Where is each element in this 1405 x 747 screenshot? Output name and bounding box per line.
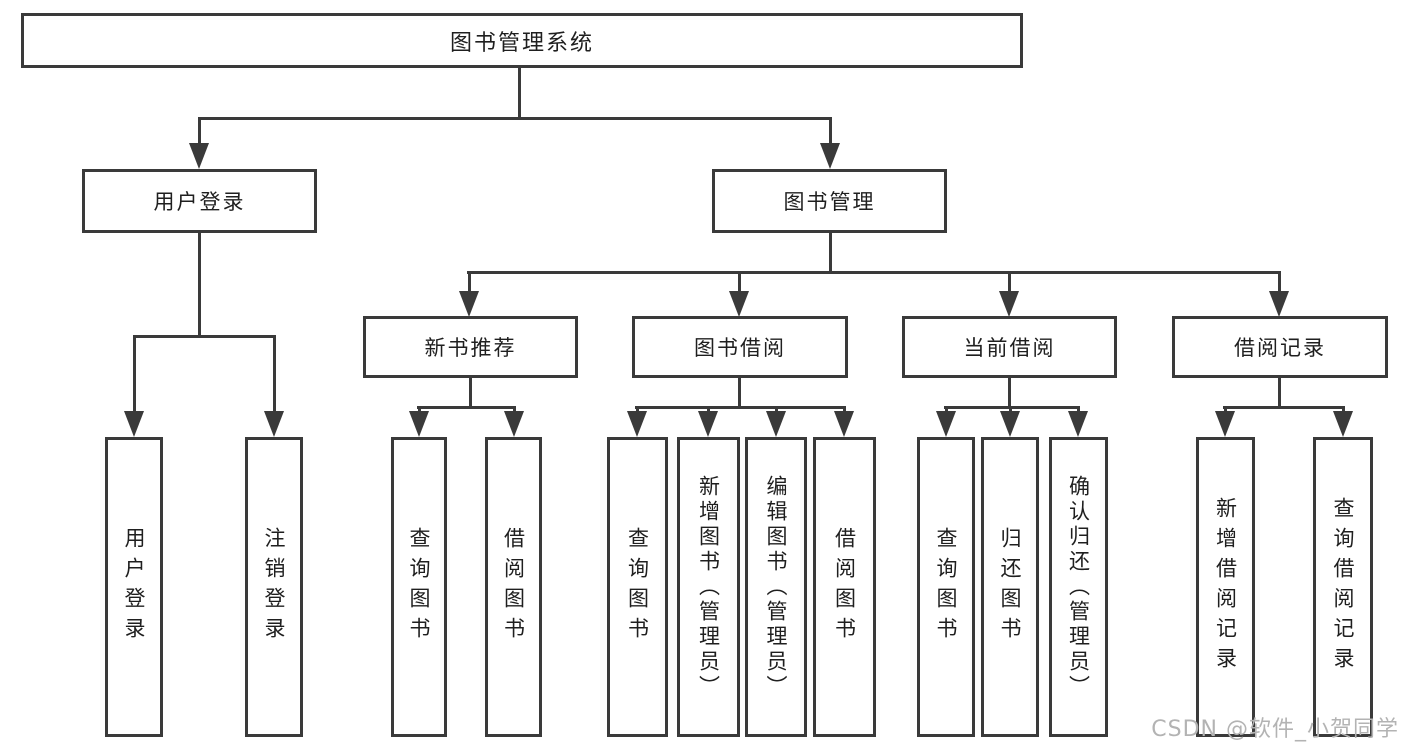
connector-line	[467, 271, 1281, 274]
leaf-current-confirm-return-admin: 确认归还（管理员）	[1049, 437, 1108, 737]
arrowhead-down-icon	[504, 411, 524, 437]
node-book-borrowing: 图书借阅	[632, 316, 848, 378]
arrowhead-down-icon	[820, 143, 840, 169]
connector-line	[1223, 406, 1345, 409]
watermark: CSDN @软件_小贺同学	[1151, 717, 1399, 742]
connector-line	[635, 406, 846, 409]
arrowhead-down-icon	[189, 143, 209, 169]
arrowhead-down-icon	[124, 411, 144, 437]
node-book-management: 图书管理	[712, 169, 947, 233]
arrowhead-down-icon	[936, 411, 956, 437]
connector-line	[198, 118, 201, 144]
arrowhead-down-icon	[766, 411, 786, 437]
node-book-management-system: 图书管理系统	[21, 13, 1023, 68]
connector-line	[273, 338, 276, 411]
leaf-borrowing-query-books: 查询图书	[607, 437, 668, 737]
leaf-borrowing-add-books-admin: 新增图书（管理员）	[677, 437, 740, 737]
node-new-book-recommend: 新书推荐	[363, 316, 578, 378]
connector-line	[133, 335, 276, 338]
connector-line	[518, 68, 521, 118]
connector-line	[944, 406, 1080, 409]
arrowhead-down-icon	[1068, 411, 1088, 437]
connector-line	[1278, 378, 1281, 408]
arrowhead-down-icon	[1000, 411, 1020, 437]
arrowhead-down-icon	[698, 411, 718, 437]
leaf-records-add-borrow-record: 新增借阅记录	[1196, 437, 1255, 737]
arrowhead-down-icon	[409, 411, 429, 437]
arrowhead-down-icon	[729, 291, 749, 317]
arrowhead-down-icon	[1269, 291, 1289, 317]
leaf-borrowing-edit-books-admin: 编辑图书（管理员）	[745, 437, 807, 737]
arrowhead-down-icon	[999, 291, 1019, 317]
connector-line	[738, 272, 741, 292]
arrowhead-down-icon	[264, 411, 284, 437]
connector-line	[468, 272, 471, 292]
connector-line	[1278, 272, 1281, 292]
node-current-borrowing: 当前借阅	[902, 316, 1117, 378]
leaf-user-login: 用户登录	[105, 437, 163, 737]
arrowhead-down-icon	[627, 411, 647, 437]
arrowhead-down-icon	[834, 411, 854, 437]
connector-line	[133, 338, 136, 411]
connector-line	[198, 233, 201, 338]
node-user-login: 用户登录	[82, 169, 317, 233]
connector-line	[1008, 272, 1011, 292]
leaf-newbook-query-books: 查询图书	[391, 437, 447, 737]
leaf-records-query-borrow-record: 查询借阅记录	[1313, 437, 1373, 737]
connector-line	[829, 118, 832, 144]
connector-line	[1008, 378, 1011, 408]
node-borrowing-records: 借阅记录	[1172, 316, 1388, 378]
arrowhead-down-icon	[1333, 411, 1353, 437]
leaf-borrowing-borrow-books: 借阅图书	[813, 437, 876, 737]
connector-line	[738, 378, 741, 408]
leaf-logout: 注销登录	[245, 437, 303, 737]
connector-line	[469, 378, 472, 408]
leaf-newbook-borrow-books: 借阅图书	[485, 437, 542, 737]
arrowhead-down-icon	[459, 291, 479, 317]
connector-line	[198, 117, 832, 120]
leaf-current-return-books: 归还图书	[981, 437, 1039, 737]
arrowhead-down-icon	[1215, 411, 1235, 437]
connector-line	[417, 406, 516, 409]
leaf-current-query-books: 查询图书	[917, 437, 975, 737]
connector-line	[829, 233, 832, 273]
